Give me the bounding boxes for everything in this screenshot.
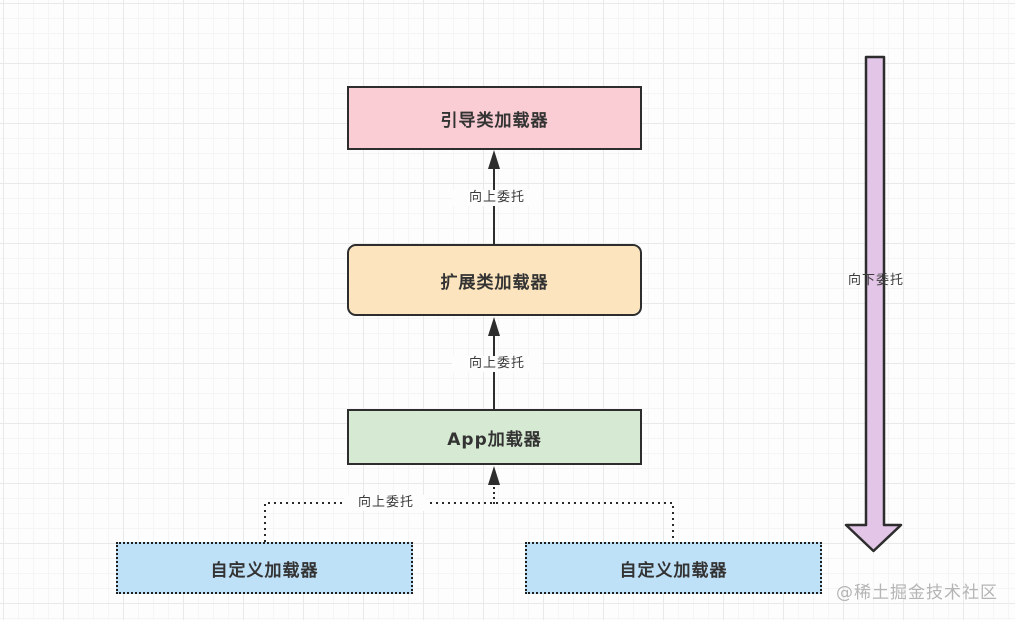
watermark-juejin-community: @稀土掘金技术社区	[836, 583, 998, 603]
node-app-label: App加载器	[447, 429, 542, 450]
edge-label-delegate-up-3: 向上委托	[345, 495, 427, 511]
arrow-up-custom-to-app	[488, 466, 500, 504]
node-app-classloader: App加载器	[347, 409, 642, 465]
node-custom-classloader-left: 自定义加载器	[116, 542, 413, 594]
node-bootstrap-classloader: 引导类加载器	[347, 86, 642, 150]
node-custom-classloader-right: 自定义加载器	[525, 542, 822, 594]
edge-label-delegate-down: 向下委托	[847, 273, 904, 288]
node-custom-left-label: 自定义加载器	[210, 560, 319, 581]
node-extension-classloader: 扩展类加载器	[347, 244, 642, 316]
node-custom-right-label: 自定义加载器	[619, 560, 728, 581]
big-down-arrow	[844, 55, 903, 553]
dotted-connector-custom-boxes	[264, 502, 674, 542]
edge-label-delegate-up-2: 向上委托	[452, 356, 542, 372]
edge-label-delegate-up-1: 向上委托	[452, 190, 542, 206]
arrow-up-app-to-extension	[488, 317, 500, 409]
node-bootstrap-label: 引导类加载器	[440, 110, 549, 131]
node-extension-label: 扩展类加载器	[440, 272, 549, 293]
